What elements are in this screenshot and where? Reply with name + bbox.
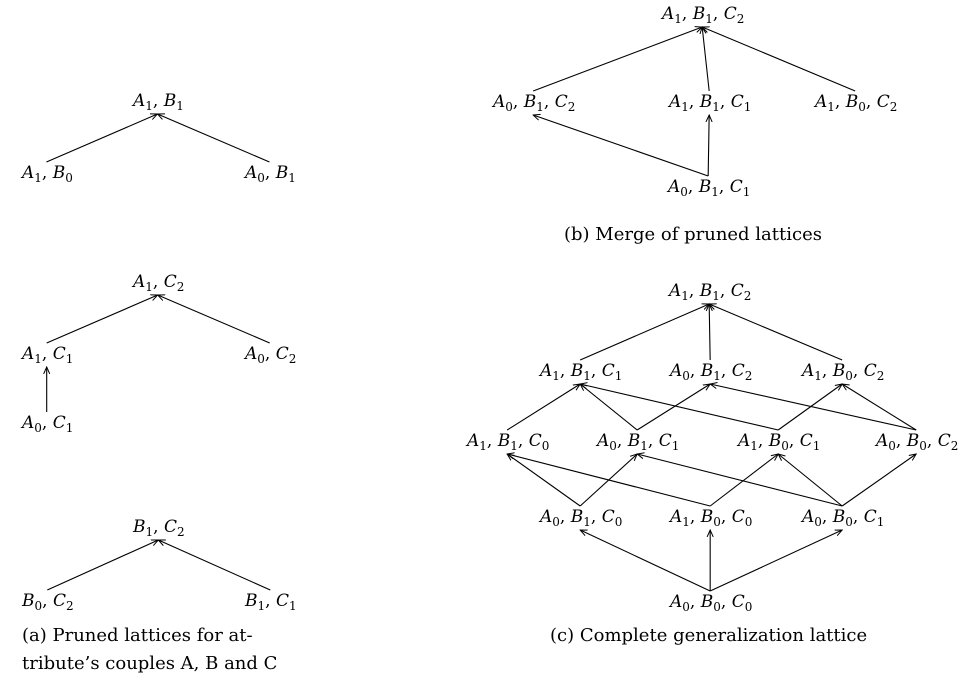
lattice-edge-a5-a4 bbox=[46, 295, 158, 344]
lattice-edge-c5-c2 bbox=[506, 384, 580, 431]
lattice-node-c2: A1, B1, C1 bbox=[538, 361, 622, 383]
lattice-edge-a3-a1 bbox=[157, 114, 270, 163]
lattice-edge-c9-c5 bbox=[507, 454, 581, 507]
lattice-node-c4: A1, B0, C2 bbox=[800, 361, 884, 383]
caption-c: (c) Complete generalization lattice bbox=[550, 625, 867, 646]
lattice-edge-b5-b3 bbox=[708, 115, 709, 177]
lattice-edge-c12-c9 bbox=[580, 530, 711, 592]
lattice-node-b2: A0, B1, C2 bbox=[491, 92, 575, 114]
lattice-edges bbox=[46, 27, 917, 592]
lattice-node-b4: A1, B0, C2 bbox=[813, 92, 897, 114]
lattice-edge-c11-c6 bbox=[637, 454, 843, 507]
caption-b: (b) Merge of pruned lattices bbox=[564, 224, 822, 245]
lattice-node-b5: A0, B1, C1 bbox=[666, 177, 750, 199]
lattice-node-a9: B0, C2 bbox=[21, 591, 74, 613]
lattice-edge-c6-c2 bbox=[580, 384, 638, 431]
lattice-node-c6: A0, B1, C1 bbox=[595, 431, 679, 453]
lattice-edge-c3-c1 bbox=[709, 304, 710, 361]
caption-a-line1: (a) Pruned lattices for at- bbox=[22, 625, 253, 646]
lattice-node-c5: A1, B1, C0 bbox=[465, 431, 549, 453]
lattice-node-a4: A1, C2 bbox=[131, 272, 184, 294]
lattice-edge-c11-c7 bbox=[778, 454, 843, 507]
lattice-node-a10: B1, C1 bbox=[244, 591, 297, 613]
lattice-edge-b5-b2 bbox=[533, 115, 709, 177]
lattice-edge-a6-a4 bbox=[158, 295, 270, 344]
lattice-node-c11: A0, B0, C1 bbox=[800, 507, 884, 529]
lattice-node-c7: A1, B0, C1 bbox=[736, 431, 820, 453]
lattice-edge-c2-c1 bbox=[579, 304, 709, 361]
lattice-node-c9: A0, B1, C0 bbox=[538, 507, 622, 529]
lattice-edge-c7-c2 bbox=[580, 384, 779, 431]
lattice-edge-c10-c5 bbox=[507, 454, 711, 507]
lattice-node-c10: A1, B0, C0 bbox=[668, 507, 752, 529]
lattice-node-a8: B1, C2 bbox=[132, 517, 185, 539]
lattice-node-a2: A1, B0 bbox=[20, 163, 73, 185]
lattice-edge-c12-c11 bbox=[709, 530, 842, 592]
lattice-edge-c6-c3 bbox=[636, 384, 710, 431]
lattice-edge-c10-c7 bbox=[709, 454, 778, 507]
lattice-nodes: A1, B1 A1, B0 A0, B1 A1, C2 A1, C1 A0, C2 A0, … bbox=[20, 4, 958, 614]
lattice-node-a5: A1, C1 bbox=[20, 344, 73, 366]
lattice-node-c12: A0, B0, C0 bbox=[668, 592, 752, 614]
lattice-node-b1: A1, B1, C2 bbox=[660, 4, 744, 26]
lattice-node-c3: A0, B1, C2 bbox=[668, 361, 752, 383]
lattice-edge-c7-c4 bbox=[777, 384, 842, 431]
lattice-edge-c8-c3 bbox=[710, 384, 917, 431]
lattice-node-a3: A0, B1 bbox=[243, 163, 296, 185]
lattice-edge-c11-c8 bbox=[841, 454, 916, 507]
lattice-edge-b3-b1 bbox=[702, 27, 710, 92]
lattice-node-b3: A1, B1, C1 bbox=[667, 92, 751, 114]
lattice-node-c1: A1, B1, C2 bbox=[667, 281, 751, 303]
lattice-node-c8: A0, B0, C2 bbox=[874, 431, 958, 453]
lattice-edge-b2-b1 bbox=[532, 27, 702, 92]
lattice-node-a1: A1, B1 bbox=[131, 91, 184, 113]
lattice-node-a7: A0, C1 bbox=[20, 413, 73, 435]
lattice-edge-a10-a8 bbox=[158, 540, 271, 591]
lattice-edge-a9-a8 bbox=[47, 540, 158, 591]
lattice-edge-c4-c1 bbox=[709, 304, 843, 361]
lattice-edge-c8-c4 bbox=[842, 384, 917, 431]
lattice-edge-b4-b1 bbox=[702, 27, 856, 92]
lattice-edge-a2-a1 bbox=[46, 114, 157, 163]
lattice-node-a6: A0, C2 bbox=[243, 344, 296, 366]
caption-a-line2: tribute’s couples A, B and C bbox=[22, 653, 277, 674]
